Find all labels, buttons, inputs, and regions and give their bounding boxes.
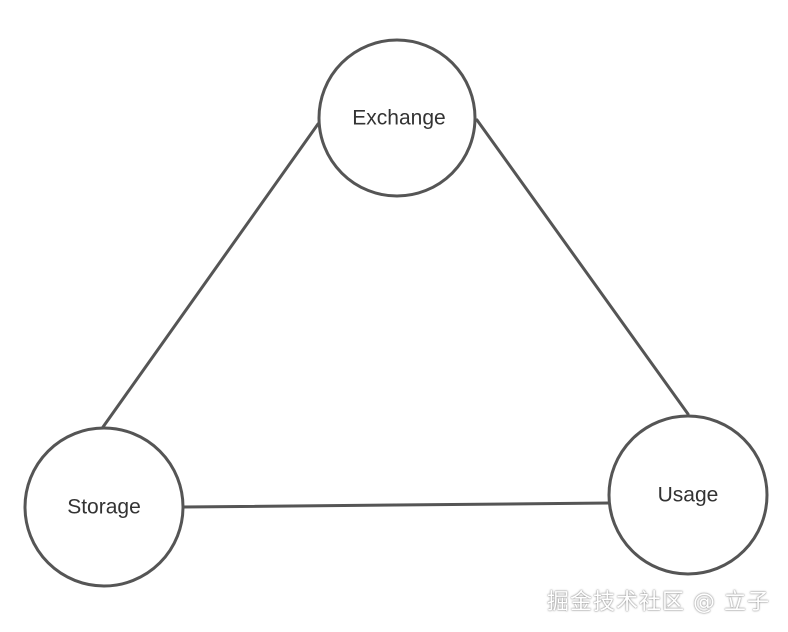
node-storage-label: Storage [67,496,141,519]
watermark: 掘金技术社区 @ 立子 [547,590,770,615]
node-exchange: Exchange [317,38,477,198]
node-storage: Storage [23,426,185,588]
edge-storage-usage [181,501,612,509]
edge-exchange-usage [475,118,690,416]
node-usage-label: Usage [658,484,719,507]
node-storage-circle [23,426,185,588]
node-exchange-label: Exchange [352,107,445,130]
edge-exchange-storage [101,122,320,429]
node-usage-circle [607,414,769,576]
node-exchange-circle [317,38,477,198]
node-usage: Usage [607,414,769,576]
